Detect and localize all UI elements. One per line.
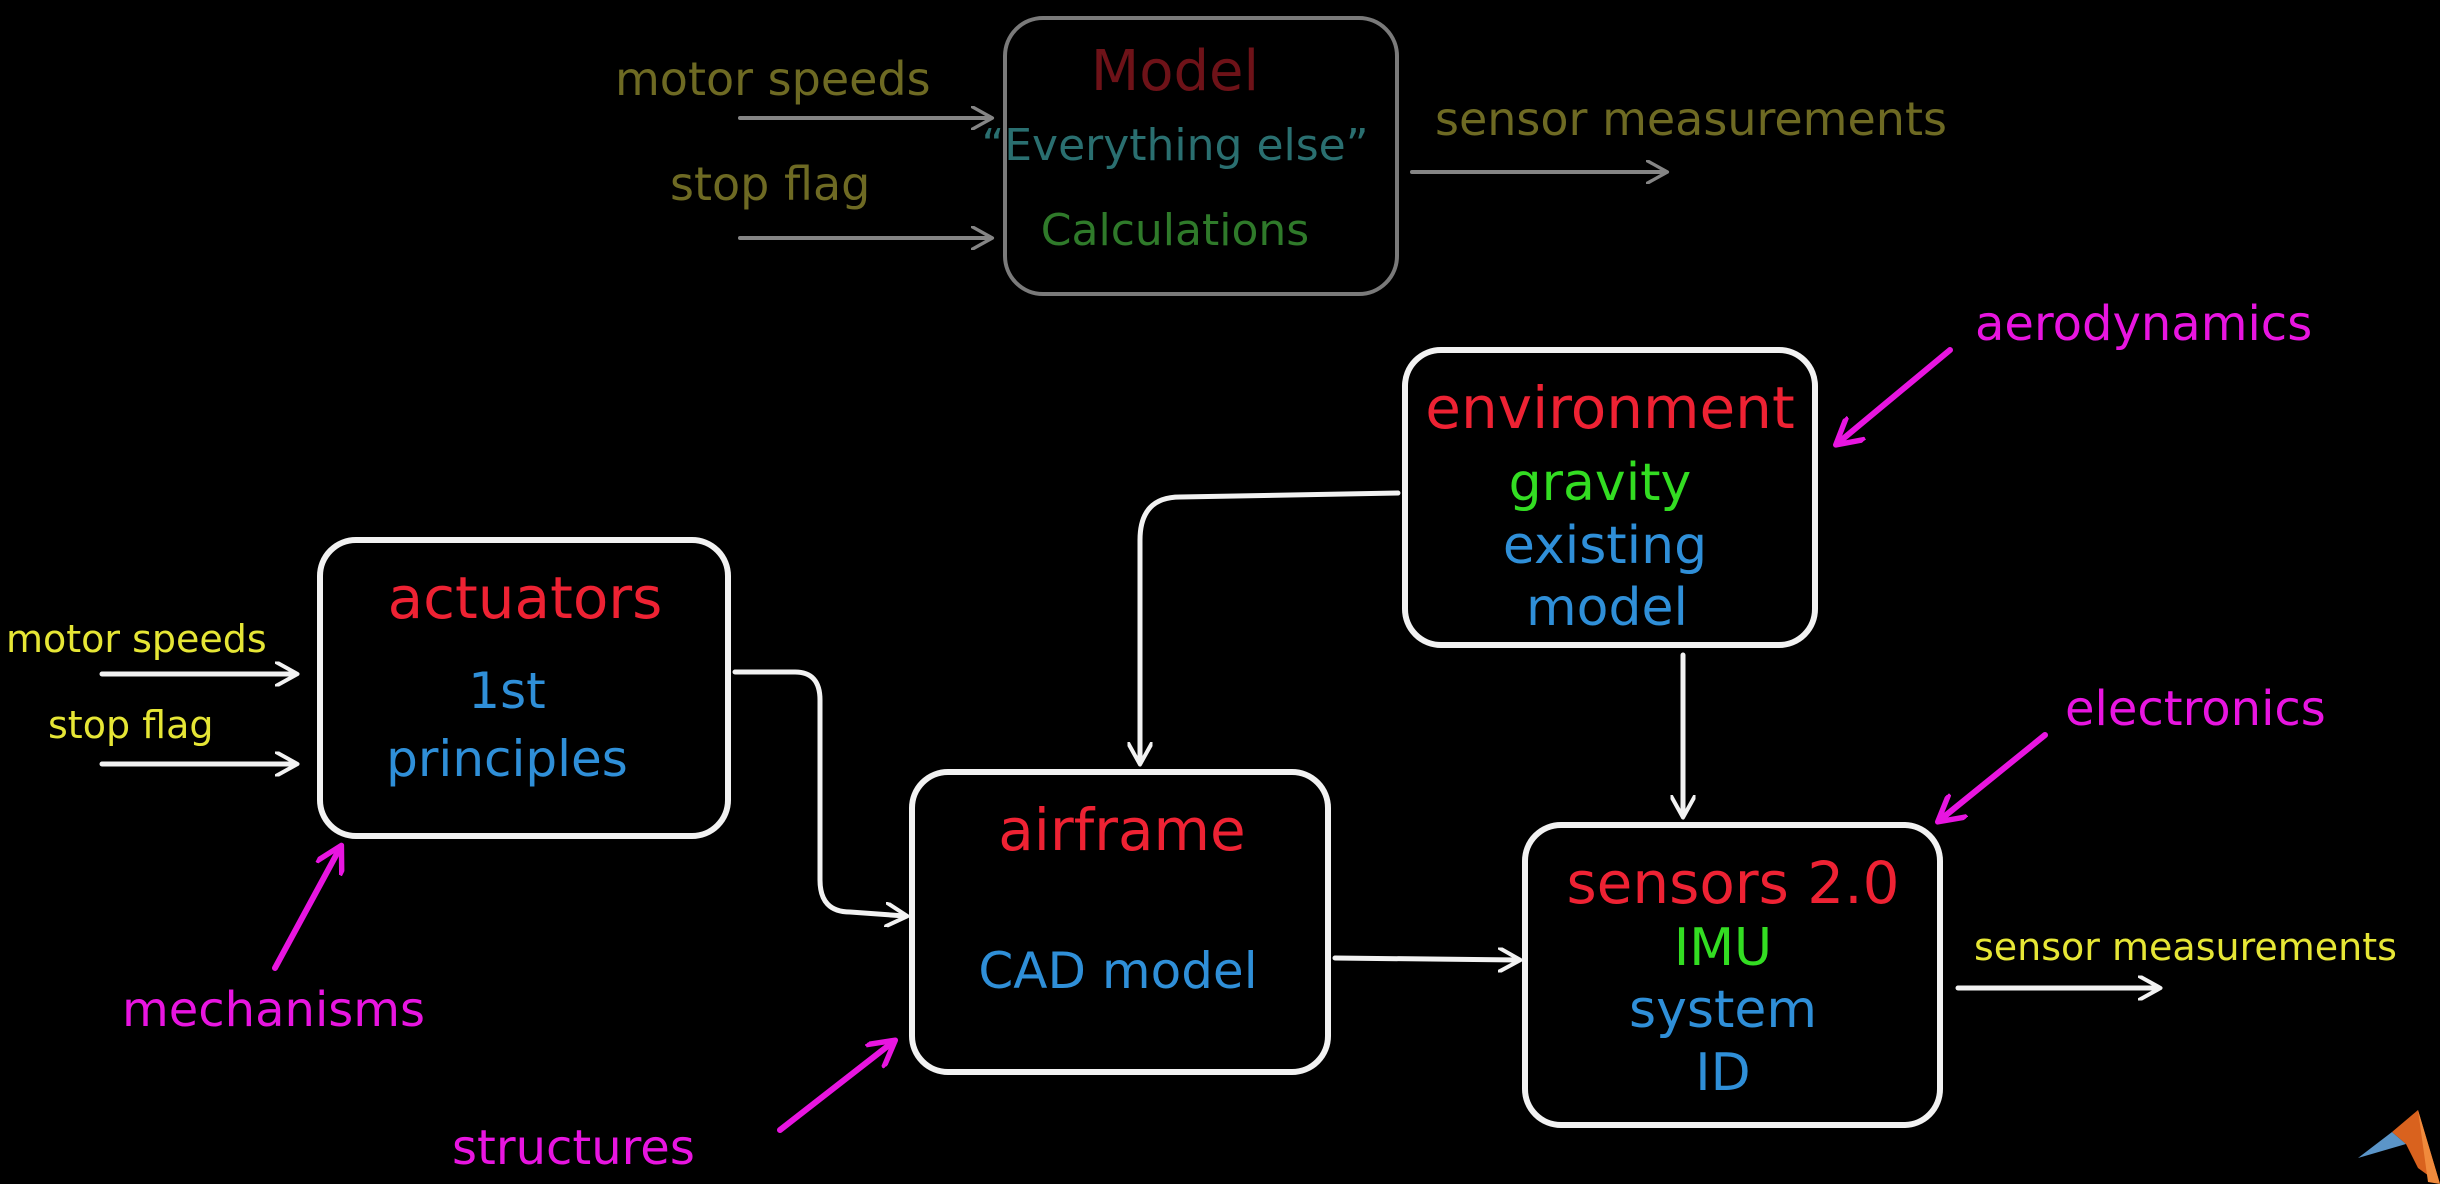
actuators-to-airframe-arrow xyxy=(732,669,905,916)
actuators-line2: principles xyxy=(386,730,628,788)
airframe-line1: CAD model xyxy=(978,942,1257,1000)
sensors-block: sensors 2.0 IMU system ID xyxy=(1522,822,1943,1128)
sensors-box xyxy=(1522,822,1943,1128)
actuators-box xyxy=(317,537,731,839)
top-input-stop-flag-label: stop flag xyxy=(670,157,870,211)
sensors-line3: ID xyxy=(1695,1043,1750,1103)
actuators-title: actuators xyxy=(388,564,663,632)
input-stop-flag-label: stop flag xyxy=(48,703,214,747)
environment-title: environment xyxy=(1425,374,1794,442)
top-output-sensor-measurements-label: sensor measurements xyxy=(1435,92,1947,146)
matlab-logo-icon xyxy=(2358,1110,2440,1184)
mechanisms-arrow xyxy=(272,848,340,971)
aerodynamics-arrow xyxy=(1838,347,1953,443)
influence-electronics-label: electronics xyxy=(2065,681,2326,737)
environment-line2: existing xyxy=(1503,516,1707,576)
electronics-arrow xyxy=(1940,732,2048,820)
top-model-line2: Calculations xyxy=(1041,205,1309,256)
influence-aerodynamics-label: aerodynamics xyxy=(1975,296,2312,352)
inputs-group: motor speeds stop flag xyxy=(6,617,295,764)
actuators-line1: 1st xyxy=(468,662,545,720)
output-sensor-measurements-label: sensor measurements xyxy=(1974,925,2397,969)
sensors-line2: system xyxy=(1629,980,1817,1040)
connectors-group xyxy=(732,490,2158,988)
structures-arrow xyxy=(777,1042,893,1133)
top-model-group: Model “Everything else” Calculations mot… xyxy=(615,16,1947,296)
environment-block: environment gravity existing model xyxy=(1402,347,1818,648)
input-motor-speeds-label: motor speeds xyxy=(6,617,267,661)
sensors-line1: IMU xyxy=(1674,918,1772,978)
airframe-title: airframe xyxy=(998,796,1246,864)
influence-mechanisms-label: mechanisms xyxy=(122,982,425,1038)
airframe-to-sensors-arrow xyxy=(1332,958,1518,960)
actuators-block: actuators 1st principles xyxy=(317,537,731,839)
top-model-box xyxy=(1003,16,1399,296)
airframe-block: airframe CAD model xyxy=(909,769,1331,1075)
environment-line3: model xyxy=(1526,578,1688,638)
environment-to-airframe-arrow xyxy=(1140,490,1401,762)
top-input-motor-speeds-label: motor speeds xyxy=(615,52,931,106)
environment-line1: gravity xyxy=(1509,453,1692,513)
environment-box xyxy=(1402,347,1818,648)
top-model-title: Model xyxy=(1091,39,1259,104)
top-model-line1: “Everything else” xyxy=(981,120,1368,171)
influence-structures-label: structures xyxy=(452,1120,695,1176)
influences-group: mechanisms structures aerodynamics elect… xyxy=(122,296,2326,1176)
airframe-box xyxy=(909,769,1331,1075)
sensors-title: sensors 2.0 xyxy=(1566,849,1899,917)
